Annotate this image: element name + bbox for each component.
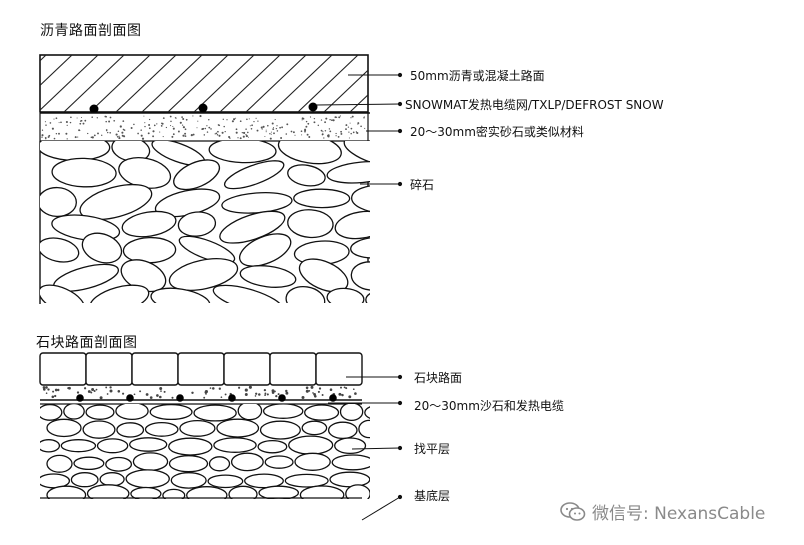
leveling-layer-stone <box>40 404 370 499</box>
label-sand-cable: 20～30mm沙石和发热电缆 <box>414 399 564 413</box>
label-crushed-stone: 碎石 <box>410 178 435 192</box>
sand-layer-asphalt <box>39 112 370 142</box>
asphalt-section-title: 沥青路面剖面图 <box>40 23 142 39</box>
label-heating-cable-mesh: SNOWMAT发热电缆网/TXLP/DEFROST SNOW <box>405 98 664 112</box>
wechat-icon <box>560 501 586 521</box>
stone-section-title: 石块路面剖面图 <box>36 335 138 351</box>
leaders-stone <box>328 374 403 521</box>
asphalt-layer <box>39 54 369 113</box>
sand-cable-layer-stone <box>40 385 362 405</box>
label-compact-sand: 20～30mm密实砂石或类似材料 <box>410 125 584 139</box>
heating-cables-asphalt <box>89 102 318 114</box>
leaders-asphalt <box>315 72 403 187</box>
label-stone-paving: 石块路面 <box>414 371 463 385</box>
watermark-text: 微信号: NexansCable <box>592 504 766 524</box>
label-asphalt-surface: 50mm沥青或混凝土路面 <box>410 69 545 83</box>
label-base-layer: 基底层 <box>414 489 451 503</box>
label-leveling-layer: 找平层 <box>414 442 451 456</box>
watermark: 微信号: NexansCable <box>560 499 765 524</box>
gravel-layer-asphalt <box>39 141 370 304</box>
stone-paving-layer <box>39 352 363 386</box>
